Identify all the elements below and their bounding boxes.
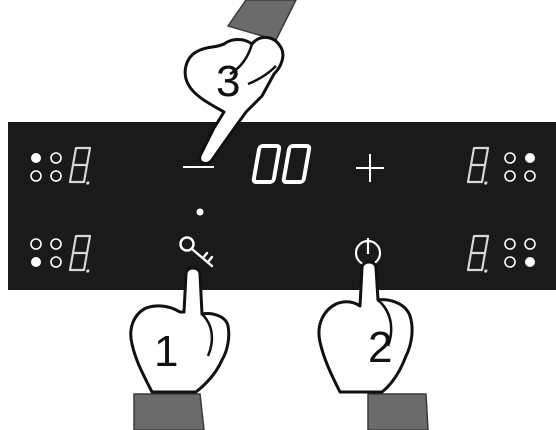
hand-pointer-step-1: 1 — [131, 268, 229, 430]
lock-indicator-dot — [197, 209, 204, 216]
step-3-label: 3 — [216, 57, 240, 106]
step-2-label: 2 — [368, 323, 392, 372]
step-1-label: 1 — [154, 327, 178, 376]
